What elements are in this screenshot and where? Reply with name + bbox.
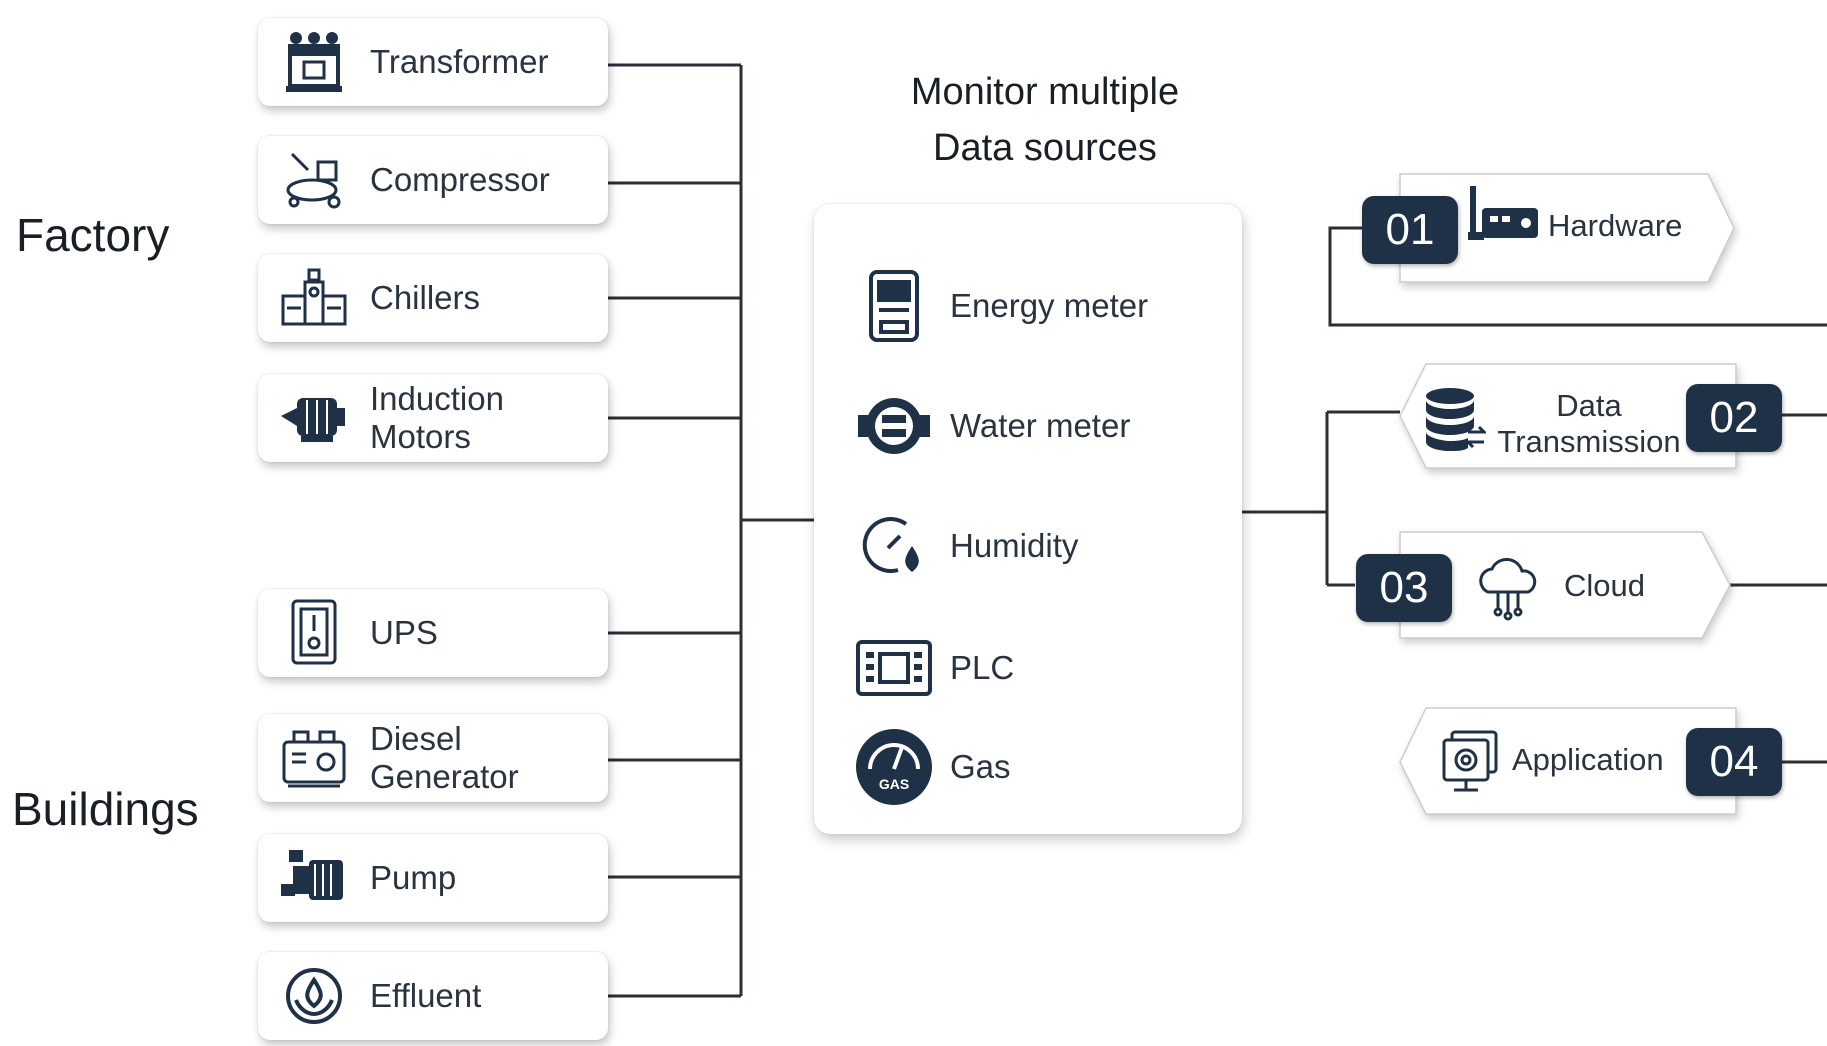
pump-icon	[278, 846, 350, 910]
chiller-icon	[278, 266, 350, 330]
hub-item-humidity: Humidity	[854, 510, 1078, 582]
source-card-diesel-generator: Diesel Generator	[258, 714, 608, 802]
data-sources-panel: Energy meter Water meter Humidity PLC GA…	[814, 204, 1242, 834]
output-label-hardware: Hardware	[1548, 208, 1683, 243]
water-meter-icon	[854, 390, 934, 462]
source-label: Compressor	[370, 161, 550, 198]
source-card-compressor: Compressor	[258, 136, 608, 224]
source-card-effluent: Effluent	[258, 952, 608, 1040]
source-card-ups: UPS	[258, 589, 608, 677]
output-label-application: Application	[1512, 742, 1664, 777]
source-label: Pump	[370, 859, 457, 896]
hub-title: Monitor multiple Data sources	[860, 64, 1230, 176]
hub-item-water-meter: Water meter	[854, 390, 1130, 462]
generator-icon	[278, 726, 350, 790]
cloud-icon	[1472, 550, 1544, 622]
hub-title-line1: Monitor multiple	[910, 71, 1180, 113]
group-label-buildings: Buildings	[12, 783, 199, 835]
step-number-03: 03	[1356, 554, 1452, 622]
energy-meter-icon	[854, 270, 934, 342]
source-label: Induction Motors	[370, 380, 504, 455]
compressor-icon	[278, 148, 350, 212]
gas-badge-text: GAS	[878, 776, 910, 792]
hub-item-label: Gas	[950, 748, 1011, 785]
source-label: Transformer	[370, 43, 549, 80]
plc-icon	[854, 632, 934, 704]
source-label: Diesel Generator	[370, 720, 519, 795]
hub-item-label: Humidity	[950, 527, 1079, 564]
step-number-01: 01	[1362, 196, 1458, 264]
source-label: Chillers	[370, 279, 481, 316]
source-card-transformer: Transformer	[258, 18, 608, 106]
group-label-factory: Factory	[16, 209, 170, 261]
hub-item-label: Energy meter	[950, 287, 1149, 324]
step-number-02: 02	[1686, 384, 1782, 452]
hub-item-gas: GAS Gas	[854, 726, 1011, 808]
hub-item-label: PLC	[950, 649, 1015, 686]
source-card-chillers: Chillers	[258, 254, 608, 342]
hub-item-energy-meter: Energy meter	[854, 270, 1148, 342]
ups-icon	[278, 599, 350, 665]
output-label-data-transmission: Data Transmission	[1497, 388, 1681, 459]
database-icon	[1424, 386, 1486, 452]
source-card-pump: Pump	[258, 834, 608, 922]
hub-item-plc: PLC	[854, 632, 1014, 704]
source-label: Effluent	[370, 977, 482, 1014]
motor-icon	[278, 386, 350, 450]
step-number-04: 04	[1686, 728, 1782, 796]
hub-item-label: Water meter	[950, 407, 1131, 444]
effluent-icon	[278, 964, 350, 1028]
application-icon	[1440, 730, 1500, 796]
hub-title-line2: Data sources	[933, 127, 1157, 169]
hardware-icon	[1466, 182, 1542, 246]
transformer-icon	[278, 30, 350, 94]
source-card-induction-motors: Induction Motors	[258, 374, 608, 462]
output-label-cloud: Cloud	[1564, 568, 1645, 603]
gas-icon: GAS	[854, 726, 934, 808]
source-label: UPS	[370, 614, 438, 651]
humidity-icon	[854, 510, 934, 582]
